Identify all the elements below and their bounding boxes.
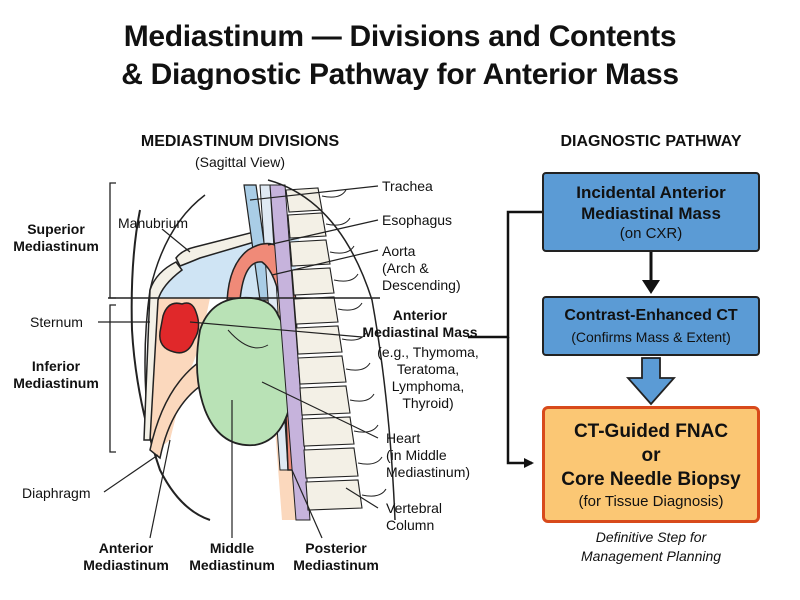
middle-zone-label-1: Middle xyxy=(210,540,255,556)
superior-bracket xyxy=(109,182,116,299)
pathway-heading: DIAGNOSTIC PATHWAY xyxy=(560,133,742,150)
step-2-title: Contrast-Enhanced CT xyxy=(564,307,738,324)
posterior-zone-label-1: Posterior xyxy=(305,540,367,556)
diaphragm-leader xyxy=(103,454,159,493)
arrow-2-to-3 xyxy=(626,357,676,406)
vertebral-label-1: Vertebral xyxy=(386,500,442,516)
mass-label-4: Teratoma, xyxy=(397,361,459,377)
definitive-step-note: Definitive Step for Management Planning xyxy=(542,528,760,566)
manubrium-leader xyxy=(161,228,191,253)
vertebral-label-2: Column xyxy=(386,517,434,533)
pathway-connector-lower xyxy=(506,337,534,468)
trachea-leader xyxy=(249,185,379,201)
step-1-title-line-1: Incidental Anterior xyxy=(576,183,726,202)
mass-label-6: Thyroid) xyxy=(402,395,453,411)
aorta-label-2: (Arch & xyxy=(382,260,429,276)
mass-label-3: (e.g., Thymoma, xyxy=(377,344,479,360)
trachea-label: Trachea xyxy=(382,178,433,194)
inferior-bracket xyxy=(109,304,116,453)
heart-leader xyxy=(261,381,379,439)
step-biopsy-box: CT-Guided FNAC or Core Needle Biopsy (fo… xyxy=(542,406,760,523)
step-1-title-line-2: Mediastinal Mass xyxy=(581,204,721,223)
chest-wall-outline xyxy=(130,209,211,521)
inferior-label-2: Mediastinum xyxy=(13,375,99,391)
sagittal-view-subheading: (Sagittal View) xyxy=(194,154,285,170)
posterior-pointer xyxy=(291,469,323,539)
heart-shape xyxy=(196,296,295,447)
arrow-1-to-2-head xyxy=(642,280,660,294)
bottom-labels: Anterior Mediastinum Middle Mediastinum … xyxy=(83,540,379,573)
middle-zone-label-2: Mediastinum xyxy=(189,557,275,573)
vertebra xyxy=(305,479,363,511)
sternum-bone xyxy=(143,261,184,441)
left-labels: Superior Mediastinum Inferior Mediastinu… xyxy=(13,215,188,501)
step-incidental-mass-box: Incidental Anterior Mediastinal Mass (on… xyxy=(542,172,760,252)
step-3-title-line-2: or xyxy=(641,445,661,466)
anterior-mass-shape xyxy=(159,302,200,354)
vertebra xyxy=(293,296,339,325)
title-line-2: & Diagnostic Pathway for Anterior Mass xyxy=(121,58,679,91)
posterior-zone-label-2: Mediastinum xyxy=(293,557,379,573)
manubrium-label: Manubrium xyxy=(118,215,188,231)
step-2-detail: (Confirms Mass & Extent) xyxy=(571,329,731,345)
inferior-label-1: Inferior xyxy=(32,358,81,374)
vertebra xyxy=(285,187,323,213)
step-contrast-ct-box: Contrast-Enhanced CT (Confirms Mass & Ex… xyxy=(542,296,760,356)
note-line-1: Definitive Step for xyxy=(595,529,707,545)
page-title: Mediastinum — Divisions and Contents & D… xyxy=(0,18,800,94)
pathway-connector xyxy=(468,210,542,339)
superior-label-1: Superior xyxy=(27,221,85,237)
heart-label-2: (in Middle xyxy=(386,447,447,463)
mass-leader xyxy=(189,321,363,338)
aorta-label-1: Aorta xyxy=(382,243,416,259)
step-3-title-line-3: Core Needle Biopsy xyxy=(561,469,741,490)
esophagus-leader xyxy=(267,219,379,246)
vertebra xyxy=(295,325,343,355)
diaphragm-label: Diaphragm xyxy=(22,485,90,501)
vertebra xyxy=(303,447,359,479)
vertebra xyxy=(299,385,351,416)
mass-label-1: Anterior xyxy=(393,307,448,323)
anterior-zone-label-2: Mediastinum xyxy=(83,557,169,573)
heart-label-3: Mediastinum) xyxy=(386,464,470,480)
anterior-pointer xyxy=(149,439,171,539)
heart-detail xyxy=(227,329,269,349)
mass-label-5: Lymphoma, xyxy=(392,378,465,394)
divisions-heading: MEDIASTINUM DIVISIONS xyxy=(140,133,340,150)
vertebra xyxy=(289,239,331,267)
step-3-title-line-1: CT-Guided FNAC xyxy=(573,421,729,442)
spinal-canal-band xyxy=(269,184,311,521)
vertebra xyxy=(301,416,355,447)
superior-label-2: Mediastinum xyxy=(13,238,99,254)
vertebra xyxy=(297,355,347,385)
mass-label-2: Mediastinal Mass xyxy=(362,324,477,340)
back-contour xyxy=(267,179,396,521)
esophagus-label: Esophagus xyxy=(382,212,452,228)
step-1-detail: (on CXR) xyxy=(619,225,683,242)
heart-label-1: Heart xyxy=(386,430,420,446)
vertebra xyxy=(287,212,327,239)
aorta-leader xyxy=(271,249,379,276)
right-labels: Trachea Esophagus Aorta (Arch & Descendi… xyxy=(362,178,478,533)
title-line-1: Mediastinum — Divisions and Contents xyxy=(123,20,677,53)
aorta-label-3: Descending) xyxy=(382,277,461,293)
vertebral-processes xyxy=(321,189,387,497)
sternum-label: Sternum xyxy=(30,314,83,330)
vertebral-leader xyxy=(345,487,379,509)
step-3-detail: (for Tissue Diagnosis) xyxy=(578,493,724,510)
vertebra xyxy=(291,267,335,296)
vertebral-column xyxy=(285,187,363,511)
note-line-2: Management Planning xyxy=(580,548,722,564)
anterior-zone-label-1: Anterior xyxy=(99,540,154,556)
